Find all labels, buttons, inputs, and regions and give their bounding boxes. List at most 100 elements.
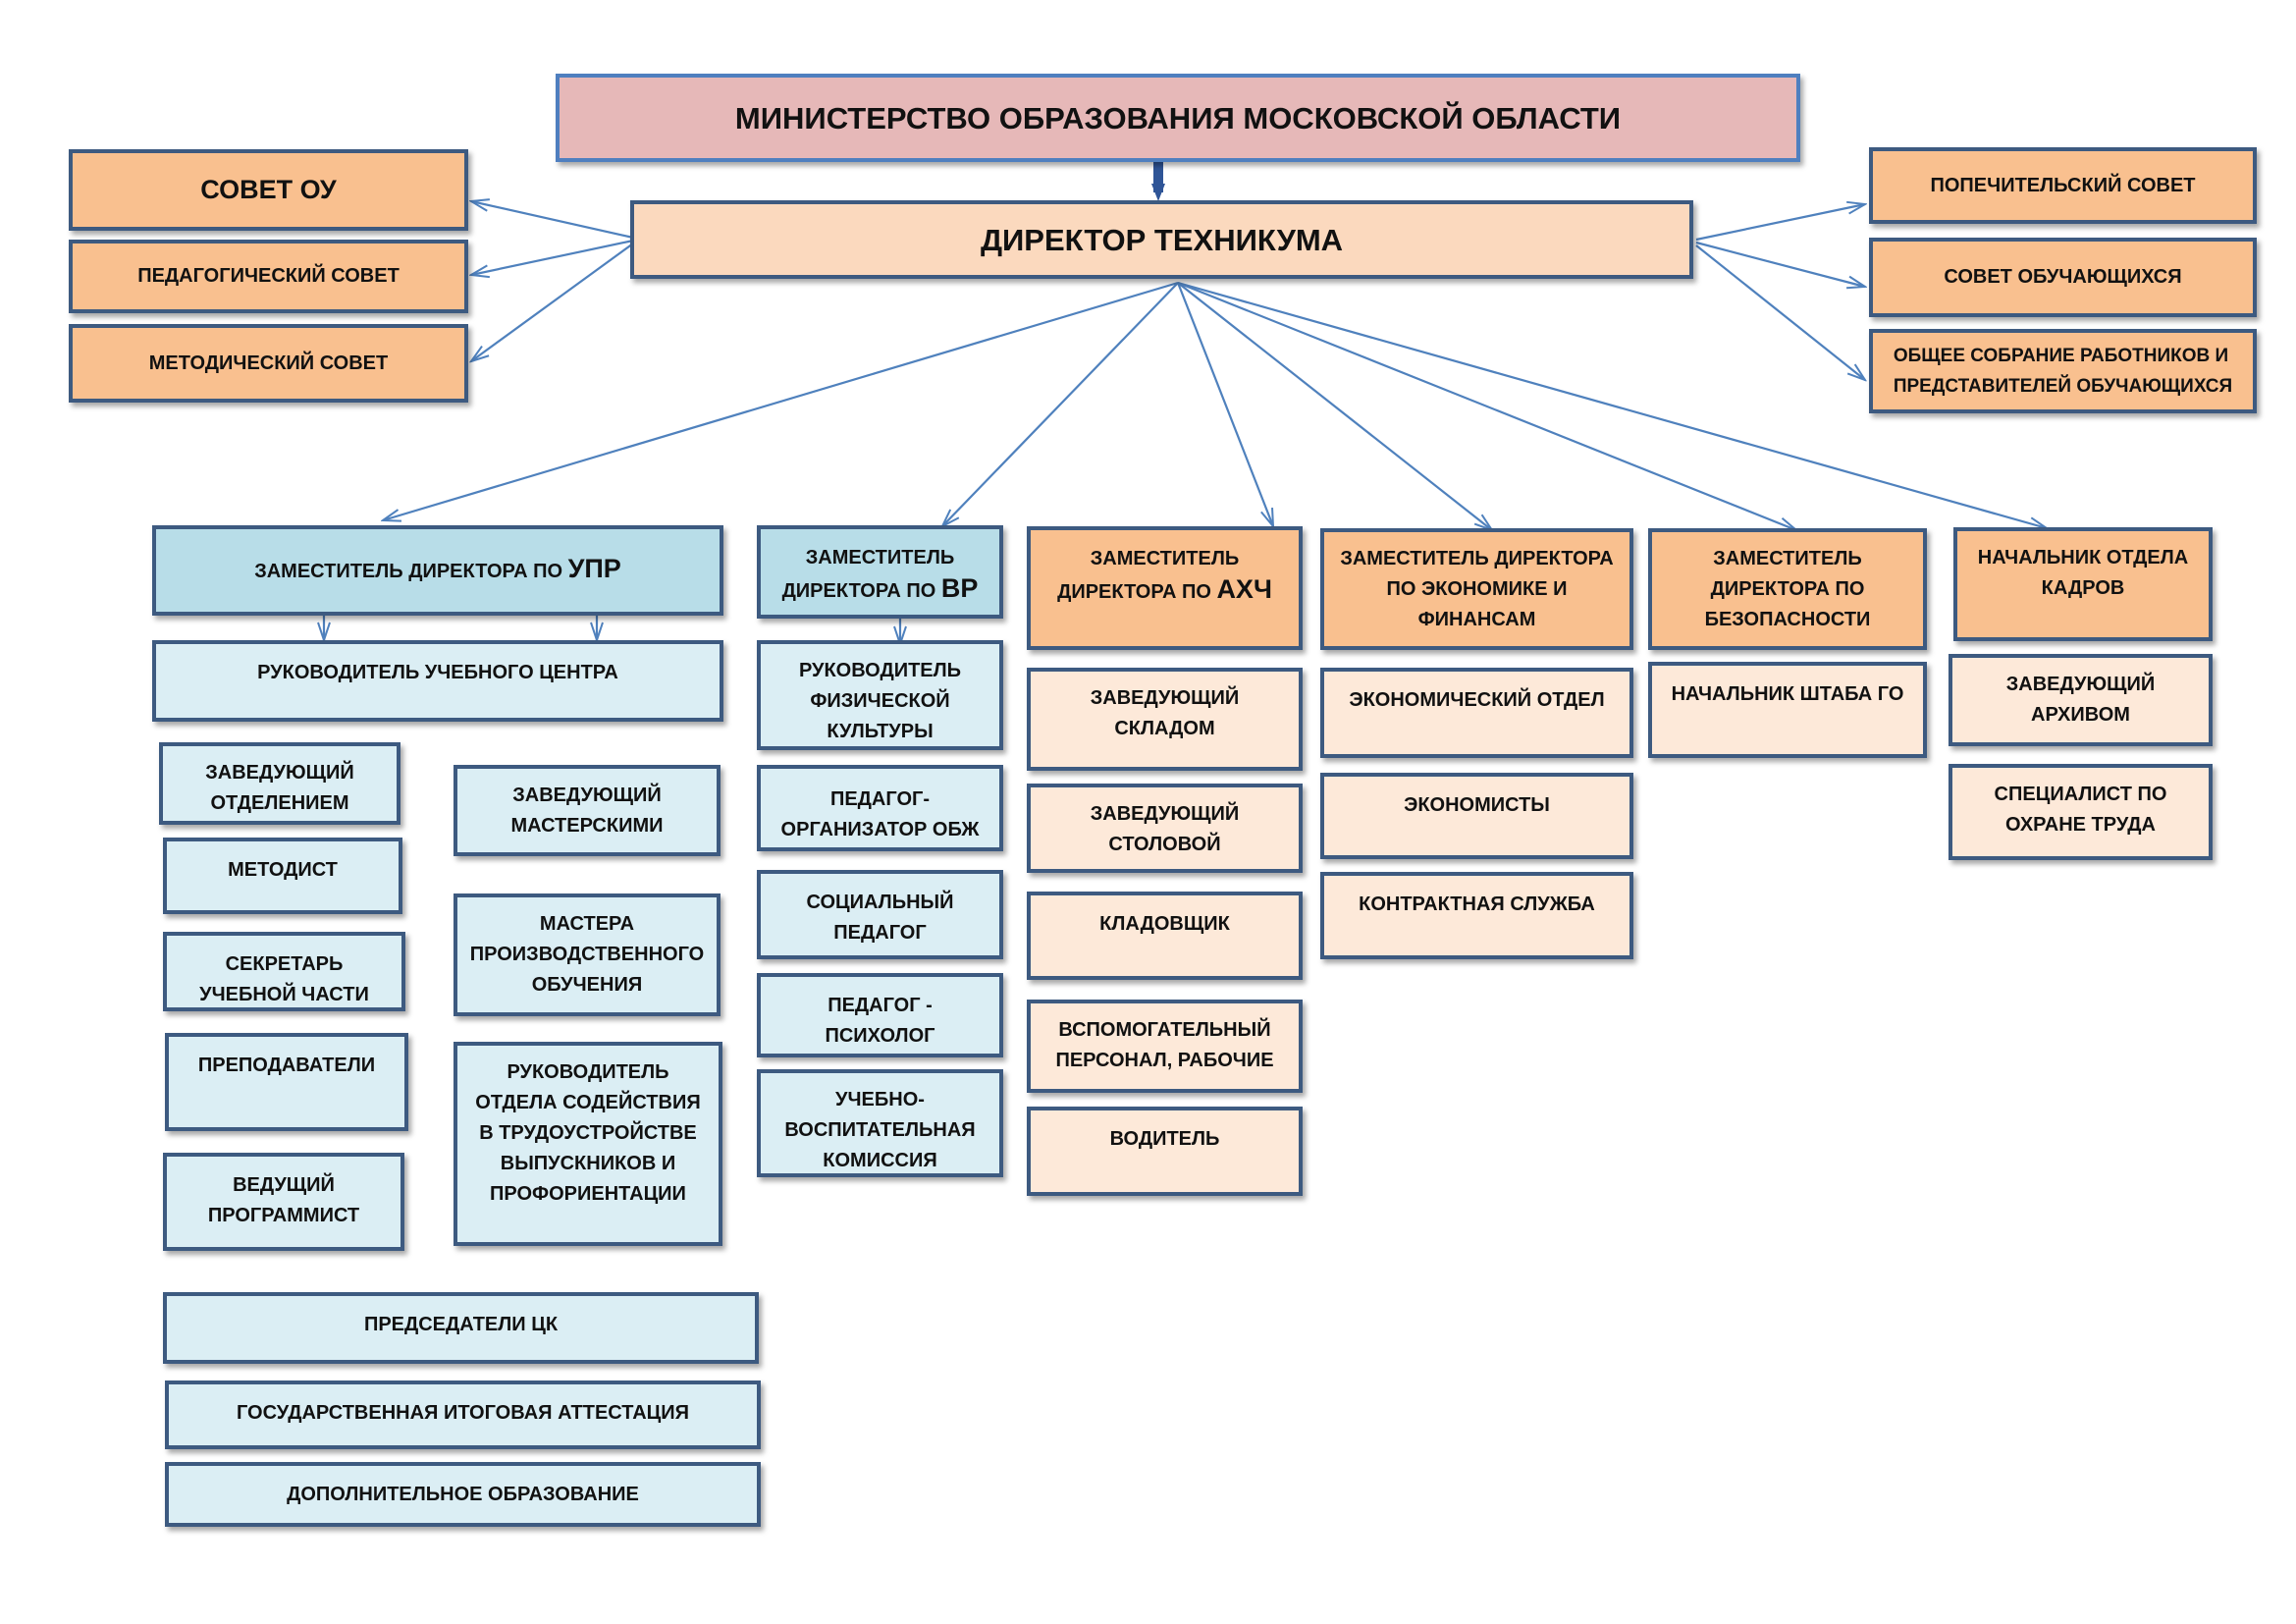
upr-right-item-label: ЗАВЕДУЮЩИЙ МАСТЕРСКИМИ	[510, 785, 664, 837]
council-ou-box: СОВЕТ ОУ	[69, 149, 468, 231]
ahch-head-box: ЗАМЕСТИТЕЛЬ ДИРЕКТОРА ПО АХЧ	[1027, 526, 1303, 650]
upr-right-item: МАСТЕРА ПРОИЗВОДСТВЕННОГО ОБУЧЕНИЯ	[454, 893, 721, 1016]
hr-head-box: НАЧАЛЬНИК ОТДЕЛА КАДРОВ	[1953, 527, 2213, 641]
vr-item: СОЦИАЛЬНЫЙ ПЕДАГОГ	[757, 870, 1003, 959]
vr-item: УЧЕБНО- ВОСПИТАТЕЛЬНАЯ КОМИССИЯ	[757, 1069, 1003, 1177]
arrow-to-student-council	[1695, 241, 1865, 287]
hr-item: СПЕЦИАЛИСТ ПО ОХРАНЕ ТРУДА	[1949, 764, 2213, 860]
upr-bottom-item: ПРЕДСЕДАТЕЛИ ЦК	[163, 1292, 759, 1364]
ahch-head-label: ЗАМЕСТИТЕЛЬ ДИРЕКТОРА ПО	[1057, 548, 1240, 603]
arrow-to-method-council	[471, 243, 634, 361]
ped-council-box: ПЕДАГОГИЧЕСКИЙ СОВЕТ	[69, 240, 468, 313]
ahch-item-label: ЗАВЕДУЮЩИЙ СКЛАДОМ	[1090, 687, 1240, 739]
security-item-label: НАЧАЛЬНИК ШТАБА ГО	[1671, 683, 1904, 705]
upr-bottom-item-label: ПРЕДСЕДАТЕЛИ ЦК	[363, 1314, 559, 1335]
upr-bottom-item: ДОПОЛНИТЕЛЬНОЕ ОБРАЗОВАНИЕ	[165, 1462, 761, 1527]
econ-item-label: КОНТРАКТНАЯ СЛУЖБА	[1359, 893, 1595, 915]
upr-left-item-label: СЕКРЕТАРЬ УЧЕБНОЙ ЧАСТИ	[199, 953, 369, 1005]
upr-bottom-item-label: ГОСУДАРСТВЕННАЯ ИТОГОВАЯ АТТЕСТАЦИЯ	[236, 1402, 689, 1424]
ahch-item: ЗАВЕДУЮЩИЙ СТОЛОВОЙ	[1027, 784, 1303, 873]
vr-item-label: СОЦИАЛЬНЫЙ ПЕДАГОГ	[806, 892, 954, 944]
ahch-item: ЗАВЕДУЮЩИЙ СКЛАДОМ	[1027, 668, 1303, 771]
director-label: ДИРЕКТОР ТЕХНИКУМА	[980, 222, 1344, 257]
econ-item: КОНТРАКТНАЯ СЛУЖБА	[1320, 872, 1633, 959]
ahch-item: ВОДИТЕЛЬ	[1027, 1107, 1303, 1196]
upr-left-item: ПРЕПОДАВАТЕЛИ	[165, 1033, 408, 1131]
upr-left-item-label: ПРЕПОДАВАТЕЛИ	[197, 1055, 376, 1076]
upr-bottom-item-label: ДОПОЛНИТЕЛЬНОЕ ОБРАЗОВАНИЕ	[287, 1484, 639, 1505]
upr-right-item-label: РУКОВОДИТЕЛЬ ОТДЕЛА СОДЕЙСТВИЯ В ТРУДОУС…	[475, 1061, 701, 1205]
upr-head-box: ЗАМЕСТИТЕЛЬ ДИРЕКТОРА ПО УПР	[152, 525, 723, 616]
vr-item: ПЕДАГОГ- ОРГАНИЗАТОР ОБЖ	[757, 765, 1003, 851]
hr-item-label: СПЕЦИАЛИСТ ПО ОХРАНЕ ТРУДА	[1994, 784, 2167, 836]
ahch-item-label: ЗАВЕДУЮЩИЙ СТОЛОВОЙ	[1090, 803, 1240, 855]
econ-item-label: ЭКОНОМИЧЕСКИЙ ОТДЕЛ	[1349, 689, 1605, 711]
upr-head-label: ЗАМЕСТИТЕЛЬ ДИРЕКТОРА ПО	[254, 561, 568, 582]
arrow-to-council-ou	[471, 201, 634, 240]
ped-council-label: ПЕДАГОГИЧЕСКИЙ СОВЕТ	[137, 265, 400, 287]
security-item: НАЧАЛЬНИК ШТАБА ГО	[1648, 662, 1927, 758]
ahch-head-abbr: АХЧ	[1216, 574, 1272, 604]
trustee-council-label: ПОПЕЧИТЕЛЬСКИЙ СОВЕТ	[1930, 174, 2196, 196]
econ-item: ЭКОНОМИЧЕСКИЙ ОТДЕЛ	[1320, 668, 1633, 758]
econ-head-box: ЗАМЕСТИТЕЛЬ ДИРЕКТОРА ПО ЭКОНОМИКЕ И ФИН…	[1320, 528, 1633, 650]
ahch-item-label: КЛАДОВЩИК	[1099, 913, 1230, 935]
ministry-box: МИНИСТЕРСТВО ОБРАЗОВАНИЯ МОСКОВСКОЙ ОБЛА…	[556, 74, 1800, 162]
arrow-to-ped-council	[471, 239, 634, 275]
upr-right-item: РУКОВОДИТЕЛЬ ОТДЕЛА СОДЕЙСТВИЯ В ТРУДОУС…	[454, 1042, 722, 1246]
arrow-to-econ	[1177, 282, 1492, 530]
training-center-box: РУКОВОДИТЕЛЬ УЧЕБНОГО ЦЕНТРА	[152, 640, 723, 722]
hr-item-label: ЗАВЕДУЮЩИЙ АРХИВОМ	[2005, 674, 2156, 726]
upr-left-item-label: ВЕДУЩИЙ ПРОГРАММИСТ	[207, 1174, 360, 1226]
ahch-item: КЛАДОВЩИК	[1027, 892, 1303, 980]
arrow-to-hr	[1177, 281, 2047, 528]
student-council-label: СОВЕТ ОБУЧАЮЩИХСЯ	[1944, 266, 2182, 288]
council-ou-label: СОВЕТ ОУ	[200, 175, 337, 204]
econ-head-label: ЗАМЕСТИТЕЛЬ ДИРЕКТОРА ПО ЭКОНОМИКЕ И ФИН…	[1340, 548, 1614, 630]
econ-item: ЭКОНОМИСТЫ	[1320, 773, 1633, 859]
ahch-item-label: ВСПОМОГАТЕЛЬНЫЙ ПЕРСОНАЛ, РАБОЧИЕ	[1055, 1019, 1274, 1071]
upr-left-item: МЕТОДИСТ	[163, 838, 402, 914]
training-center-label: РУКОВОДИТЕЛЬ УЧЕБНОГО ЦЕНТРА	[257, 662, 618, 683]
vr-item-label: УЧЕБНО- ВОСПИТАТЕЛЬНАЯ КОМИССИЯ	[784, 1089, 976, 1171]
method-council-label: МЕТОДИЧЕСКИЙ СОВЕТ	[148, 352, 389, 374]
econ-item-label: ЭКОНОМИСТЫ	[1404, 794, 1550, 816]
arrow-to-ahch	[1176, 282, 1273, 526]
trustee-council-box: ПОПЕЧИТЕЛЬСКИЙ СОВЕТ	[1869, 147, 2257, 224]
student-council-box: СОВЕТ ОБУЧАЮЩИХСЯ	[1869, 238, 2257, 317]
general-meeting-box: ОБЩЕЕ СОБРАНИЕ РАБОТНИКОВ И ПРЕДСТАВИТЕЛ…	[1869, 329, 2257, 413]
security-head-label: ЗАМЕСТИТЕЛЬ ДИРЕКТОРА ПО БЕЗОПАСНОСТИ	[1704, 548, 1871, 630]
upr-bottom-item: ГОСУДАРСТВЕННАЯ ИТОГОВАЯ АТТЕСТАЦИЯ	[165, 1380, 761, 1449]
vr-head-abbr: ВР	[940, 573, 979, 603]
arrow-to-security	[1177, 281, 1796, 530]
security-head-box: ЗАМЕСТИТЕЛЬ ДИРЕКТОРА ПО БЕЗОПАСНОСТИ	[1648, 528, 1927, 650]
hr-item: ЗАВЕДУЮЩИЙ АРХИВОМ	[1949, 654, 2213, 746]
upr-right-item: ЗАВЕДУЮЩИЙ МАСТЕРСКИМИ	[454, 765, 721, 856]
upr-left-item-label: ЗАВЕДУЮЩИЙ ОТДЕЛЕНИЕМ	[205, 762, 354, 814]
ahch-item-label: ВОДИТЕЛЬ	[1109, 1128, 1220, 1150]
upr-left-item: СЕКРЕТАРЬ УЧЕБНОЙ ЧАСТИ	[163, 932, 405, 1011]
hr-head-label: НАЧАЛЬНИК ОТДЕЛА КАДРОВ	[1977, 547, 2189, 599]
vr-head-label: ЗАМЕСТИТЕЛЬ ДИРЕКТОРА ПО	[781, 547, 955, 602]
arrow-to-trustee-council	[1695, 204, 1865, 242]
ministry-label: МИНИСТЕРСТВО ОБРАЗОВАНИЯ МОСКОВСКОЙ ОБЛА…	[734, 100, 1622, 135]
arrow-to-general-meeting	[1695, 244, 1865, 380]
upr-left-item: ВЕДУЩИЙ ПРОГРАММИСТ	[163, 1153, 404, 1251]
upr-right-item-label: МАСТЕРА ПРОИЗВОДСТВЕННОГО ОБУЧЕНИЯ	[469, 913, 705, 996]
vr-item-label: ПЕДАГОГ- ОРГАНИЗАТОР ОБЖ	[780, 788, 980, 840]
upr-head-abbr: УПР	[567, 554, 621, 583]
arrow-to-vr	[942, 282, 1179, 526]
vr-item: РУКОВОДИТЕЛЬ ФИЗИЧЕСКОЙ КУЛЬТУРЫ	[757, 640, 1003, 750]
method-council-box: МЕТОДИЧЕСКИЙ СОВЕТ	[69, 324, 468, 403]
upr-left-item: ЗАВЕДУЮЩИЙ ОТДЕЛЕНИЕМ	[159, 742, 400, 825]
vr-item-label: РУКОВОДИТЕЛЬ ФИЗИЧЕСКОЙ КУЛЬТУРЫ	[798, 660, 962, 742]
vr-item-label: ПЕДАГОГ - ПСИХОЛОГ	[825, 995, 935, 1047]
vr-item: ПЕДАГОГ - ПСИХОЛОГ	[757, 973, 1003, 1057]
upr-left-item-label: МЕТОДИСТ	[228, 859, 338, 881]
arrow-to-upr	[383, 281, 1179, 520]
vr-head-box: ЗАМЕСТИТЕЛЬ ДИРЕКТОРА ПО ВР	[757, 525, 1003, 619]
general-meeting-label: ОБЩЕЕ СОБРАНИЕ РАБОТНИКОВ И ПРЕДСТАВИТЕЛ…	[1893, 346, 2233, 397]
ahch-item: ВСПОМОГАТЕЛЬНЫЙ ПЕРСОНАЛ, РАБОЧИЕ	[1027, 1000, 1303, 1093]
director-box: ДИРЕКТОР ТЕХНИКУМА	[630, 200, 1693, 279]
